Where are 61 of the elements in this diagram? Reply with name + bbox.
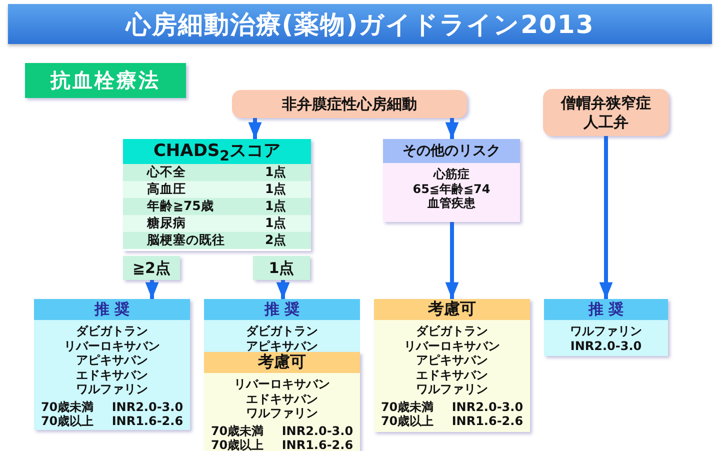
card-header: 考慮可 — [374, 299, 530, 320]
risk-factor: 年齢≧75歳 — [146, 198, 215, 215]
drug-name: アピキサバン — [76, 353, 148, 368]
card-header: その他のリスク — [383, 139, 520, 163]
drug-name: ダビガトラン — [246, 324, 318, 338]
node-text: 1点 — [268, 258, 294, 278]
arrow — [445, 118, 459, 139]
arrow — [145, 280, 159, 299]
risk-factor: 心筋症 — [434, 167, 470, 182]
score-points: 1点 — [265, 181, 287, 198]
drug-name: エドキサバン — [76, 368, 148, 382]
dosage-note: 70歳未満 INR2.0-3.0 — [380, 400, 524, 414]
score-result-box — [253, 256, 310, 280]
risk-factor: 脳梗塞の既往 — [146, 232, 226, 249]
dosage-note: 70歳以上 INR1.6-2.6 — [380, 414, 524, 428]
node-text: 僧帽弁狭窄症 — [561, 94, 651, 112]
drug-name: リバーロキサバン — [64, 338, 160, 353]
node-text: 抗血栓療法 — [50, 68, 160, 93]
drug-name: リバーロキサバン — [404, 338, 500, 353]
score-points: 2点 — [265, 232, 287, 249]
dosage-note: 70歳未満 INR2.0-3.0 — [210, 424, 354, 438]
score-points: 1点 — [265, 198, 287, 215]
score-result-box — [123, 256, 180, 280]
arrow — [599, 136, 613, 299]
risk-factor: 高血圧 — [146, 181, 187, 198]
drug-name: エドキサバン — [416, 368, 488, 382]
arrow — [445, 222, 459, 299]
score-points: 1点 — [265, 164, 287, 181]
drug-name: アピキサバン — [246, 338, 318, 353]
drug-name: ダビガトラン — [76, 324, 148, 338]
card-header: 推 奨 — [544, 299, 668, 320]
risk-factor: 糖尿病 — [146, 215, 187, 232]
drug-name: INR2.0-3.0 — [570, 338, 642, 353]
drug-name: ワルファリン — [246, 406, 318, 420]
drug-name: エドキサバン — [246, 392, 318, 406]
dosage-note: 70歳以上 INR1.6-2.6 — [210, 438, 354, 451]
risk-factor: 65≦年齢≦74 — [412, 182, 490, 196]
node-text: 人工弁 — [584, 112, 628, 132]
condition-box — [543, 89, 669, 136]
node-text: 非弁膜症性心房細動 — [282, 94, 417, 114]
score-points: 1点 — [265, 215, 287, 232]
drug-name: アピキサバン — [416, 353, 488, 368]
title-banner: 心房細動治療(薬物)ガイドライン2013 — [8, 4, 712, 44]
node-text: ≧2点 — [132, 258, 170, 278]
condition-box — [232, 90, 467, 118]
card-header: 推 奨 — [34, 299, 190, 320]
drug-name: ダビガトラン — [416, 324, 488, 338]
dosage-note: 70歳以上 INR1.6-2.6 — [40, 414, 184, 428]
risk-factor: 血管疾患 — [428, 196, 476, 210]
section-label — [25, 63, 186, 98]
card-header: 考慮可 — [204, 352, 360, 373]
arrow — [276, 280, 290, 299]
card-header: 推 奨 — [204, 299, 360, 320]
table-header: CHADS$_{2}$スコア — [123, 139, 311, 164]
drug-name: リバーロキサバン — [234, 377, 330, 392]
risk-factor: 心不全 — [146, 164, 187, 181]
dosage-note: 70歳未満 INR2.0-3.0 — [40, 400, 184, 414]
drug-name: ワルファリン — [416, 382, 488, 396]
drug-name: ワルファリン — [76, 382, 148, 396]
drug-name: ワルファリン — [570, 324, 642, 338]
arrow — [248, 118, 262, 139]
